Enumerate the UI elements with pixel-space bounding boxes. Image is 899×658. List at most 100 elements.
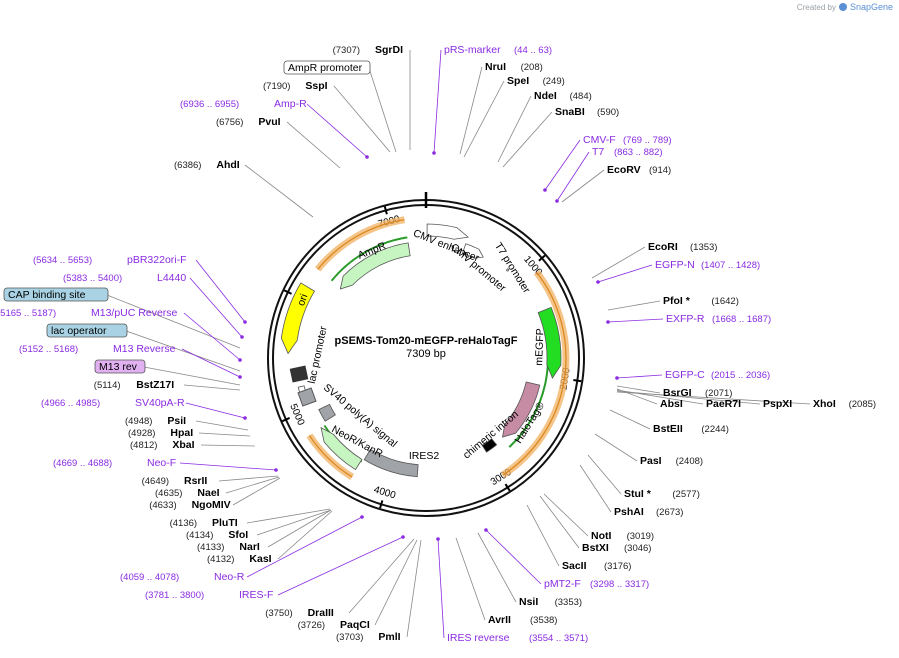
- site-position: (4132): [207, 554, 234, 565]
- feature-label-ires2: IRES2: [409, 450, 440, 462]
- site-label-sgrdi[interactable]: (7307)SgrDI: [333, 44, 403, 56]
- site-label-draiii[interactable]: (3750)DraIII: [265, 607, 334, 619]
- site-label-prs-marker[interactable]: pRS-marker(44 .. 63): [444, 44, 552, 56]
- site-position: (4134): [186, 530, 213, 541]
- site-label-m13-reverse[interactable]: (5152 .. 5168)M13 Reverse: [19, 343, 176, 355]
- leader-line: [539, 495, 580, 549]
- primer-range: (1668 .. 1687): [712, 314, 771, 325]
- leader-line: [143, 366, 241, 386]
- site-label-avrii[interactable]: AvrII(3538): [488, 614, 557, 626]
- leader-line: [374, 539, 418, 626]
- site-label-stui[interactable]: StuI *(2577): [624, 488, 700, 500]
- site-label-neo-r[interactable]: (4059 .. 4078)Neo-R: [120, 571, 245, 583]
- site-label-pfoi[interactable]: PfoI *(1642): [663, 295, 739, 307]
- feature-ires2: [363, 448, 419, 478]
- site-label-psii[interactable]: (4948)PsiI: [125, 415, 186, 427]
- orf-line: [317, 219, 405, 270]
- site-label-cap-binding-site[interactable]: CAP binding site: [3, 287, 109, 302]
- site-label-absi[interactable]: AbsI: [660, 398, 683, 410]
- site-label-t7[interactable]: T7(863 .. 882): [592, 146, 663, 158]
- site-position: (5114): [94, 380, 121, 391]
- enzyme-name: DraIII: [308, 607, 334, 619]
- site-label-neo-f[interactable]: (4669 .. 4688)Neo-F: [53, 457, 176, 469]
- site-label-ires-reverse[interactable]: IRES reverse(3554 .. 3571): [447, 632, 588, 644]
- leader-line: [225, 476, 280, 494]
- orf-line: [308, 435, 353, 478]
- primer-site-mark: [240, 335, 244, 339]
- site-label-hpai[interactable]: (4928)HpaI: [128, 427, 193, 439]
- site-label-sv40pa-r[interactable]: (4966 .. 4985)SV40pA-R: [41, 397, 185, 409]
- site-label-bsteii[interactable]: BstEII(2244): [653, 423, 729, 435]
- leader-line: [406, 539, 422, 638]
- leader-line: [183, 384, 241, 391]
- watermark-created-by: Created by: [796, 2, 836, 12]
- primer-name: Neo-R: [214, 571, 245, 583]
- site-label-l4440[interactable]: (5383 .. 5400)L4440: [63, 272, 186, 284]
- enzyme-name: AbsI: [660, 398, 683, 410]
- site-label-ecorv[interactable]: EcoRV(914): [607, 164, 671, 176]
- site-label-sacii[interactable]: SacII(3176): [562, 560, 631, 572]
- primer-range: (5634 .. 5653): [33, 255, 92, 266]
- site-label-pshai[interactable]: PshAI(2673): [614, 506, 683, 518]
- enzyme-name: NsiI: [519, 596, 538, 608]
- site-label-egfp-n[interactable]: EGFP-N(1407 .. 1428): [655, 259, 760, 271]
- site-label-m13-puc-reverse[interactable]: (5165 .. 5187)M13/pUC Reverse: [0, 307, 178, 319]
- site-label-bsrgi[interactable]: BsrGI(2071): [663, 387, 732, 399]
- site-label-pbr322ori-f[interactable]: (5634 .. 5653)pBR322ori-F: [33, 254, 187, 266]
- site-label-rsrii[interactable]: (4649)RsrII: [142, 475, 208, 487]
- primer-site-mark: [543, 188, 547, 192]
- site-position: (6386): [174, 160, 201, 171]
- site-label-xhoi[interactable]: XhoI(2085): [813, 398, 876, 410]
- site-label-exfp-r[interactable]: EXFP-R(1668 .. 1687): [666, 313, 771, 325]
- leader-line: [246, 508, 331, 524]
- site-label-noti[interactable]: NotI(3019): [591, 530, 654, 542]
- site-label-ires-f[interactable]: (3781 .. 3800)IRES-F: [145, 589, 273, 601]
- site-label-sspi[interactable]: (7190)SspI: [263, 80, 328, 92]
- site-label-ngomiv[interactable]: (4633)NgoMIV: [149, 499, 230, 511]
- site-label-paer7i[interactable]: PaeR7I: [706, 398, 741, 410]
- site-label-kasi[interactable]: (4132)KasI: [207, 553, 272, 565]
- site-label-amp-r[interactable]: (6936 .. 6955)Amp-R: [180, 98, 307, 110]
- site-label-pmt2-f[interactable]: pMT2-F(3298 .. 3317): [544, 578, 649, 590]
- site-label-spei[interactable]: SpeI(249): [507, 75, 565, 87]
- site-position: (4948): [125, 416, 152, 427]
- enzyme-name: AhdI: [216, 159, 239, 171]
- site-label-nari[interactable]: (4133)NarI: [197, 541, 260, 553]
- site-label-ahdi[interactable]: (6386) AhdI: [174, 159, 240, 171]
- enzyme-name: SfoI: [228, 529, 248, 541]
- site-label-lac-operator[interactable]: lac operator: [46, 323, 128, 338]
- site-position: (590): [597, 107, 619, 118]
- site-label-ndei[interactable]: NdeI(484): [534, 90, 592, 102]
- site-label-paqci[interactable]: (3726)PaqCI: [298, 619, 370, 631]
- leader-line: [502, 111, 553, 168]
- enzyme-name: PshAI: [614, 506, 644, 518]
- feature-label-lac_promoter: lac promoter: [306, 325, 330, 385]
- site-label-bstxi[interactable]: BstXI(3046): [582, 542, 651, 554]
- site-label-bstz17i[interactable]: (5114)BstZ17I: [94, 379, 174, 391]
- site-label-ampr-promoter[interactable]: AmpR promoter: [283, 60, 371, 75]
- site-label-pspxi[interactable]: PspXI: [763, 398, 792, 410]
- leader-line: [125, 330, 241, 372]
- site-label-egfp-c[interactable]: EGFP-C(2015 .. 2036): [665, 369, 770, 381]
- site-label-nsii[interactable]: NsiI (3353): [519, 596, 582, 608]
- site-label-xbai[interactable]: (4812)XbaI: [130, 439, 195, 451]
- site-label-nrui[interactable]: NruI(208): [485, 61, 543, 73]
- site-label-pvui[interactable]: (6756)PvuI: [216, 116, 281, 128]
- site-position: (249): [543, 76, 565, 87]
- leader-line: [195, 259, 246, 323]
- site-label-pluti[interactable]: (4136)PluTI: [170, 517, 238, 529]
- enzyme-name: XbaI: [172, 439, 194, 451]
- site-label-naei[interactable]: (4635)NaeI: [155, 487, 220, 499]
- translation-arc: [330, 236, 408, 282]
- site-label-pmli[interactable]: (3703)PmlI: [336, 631, 401, 643]
- site-label-ecori[interactable]: EcoRI(1353): [648, 241, 717, 253]
- site-label-cmv-f[interactable]: CMV-F(769 .. 789): [583, 134, 672, 146]
- feature-label-ori: ori: [295, 292, 310, 307]
- site-position: (484): [570, 91, 592, 102]
- site-label-m13-rev[interactable]: M13 rev: [94, 359, 146, 374]
- leader-line: [556, 151, 590, 202]
- site-label-pasi[interactable]: PasI(2408): [640, 455, 703, 467]
- site-label-snabi[interactable]: SnaBI(590): [555, 106, 619, 118]
- site-position: (3353): [555, 597, 582, 608]
- site-label-sfoi[interactable]: (4134) SfoI: [186, 529, 248, 541]
